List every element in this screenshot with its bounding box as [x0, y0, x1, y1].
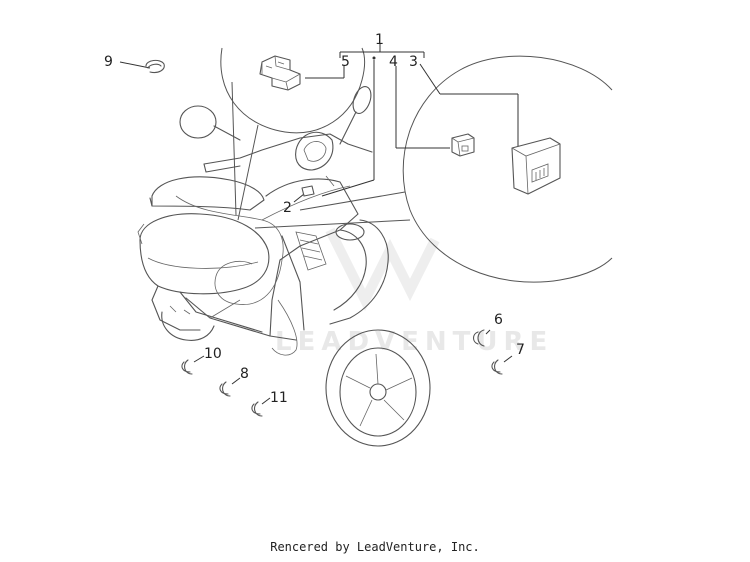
callout-11: 11: [270, 390, 288, 406]
clip-part-8: [219, 381, 231, 397]
callout-6: 6: [494, 312, 503, 328]
watermark-text: LEADVENTURE: [275, 327, 553, 357]
watermark: LEADVENTURE: [275, 227, 553, 357]
callout-9: 9: [104, 54, 113, 70]
callout-8: 8: [240, 366, 249, 382]
leader-lines: [119, 44, 519, 405]
callout-7: 7: [516, 342, 525, 358]
zoom-circle-ecu: [254, 55, 613, 283]
clip-part-6: [472, 329, 485, 347]
scooter-outline: [137, 86, 431, 447]
callout-4: 4: [389, 54, 398, 70]
zoom-circle-relay: [220, 47, 366, 221]
ecu-part: [511, 137, 561, 195]
callout-1: 1: [375, 32, 384, 48]
callout-2: 2: [283, 200, 292, 216]
callout-5: 5: [341, 54, 350, 70]
callout-3: 3: [409, 54, 418, 70]
clamp-part-9: [145, 59, 165, 74]
callouts: 1 2 3 4 5 6 7 8 9 10 11: [104, 32, 525, 406]
callout-10: 10: [204, 346, 222, 362]
fuse-part: [451, 133, 475, 157]
clip-part-10: [181, 359, 193, 375]
clip-part-11: [251, 401, 263, 417]
relay-part: [259, 55, 301, 91]
footer-credit: Rencered by LeadVenture, Inc.: [270, 540, 480, 554]
clip-part-7: [491, 359, 503, 375]
